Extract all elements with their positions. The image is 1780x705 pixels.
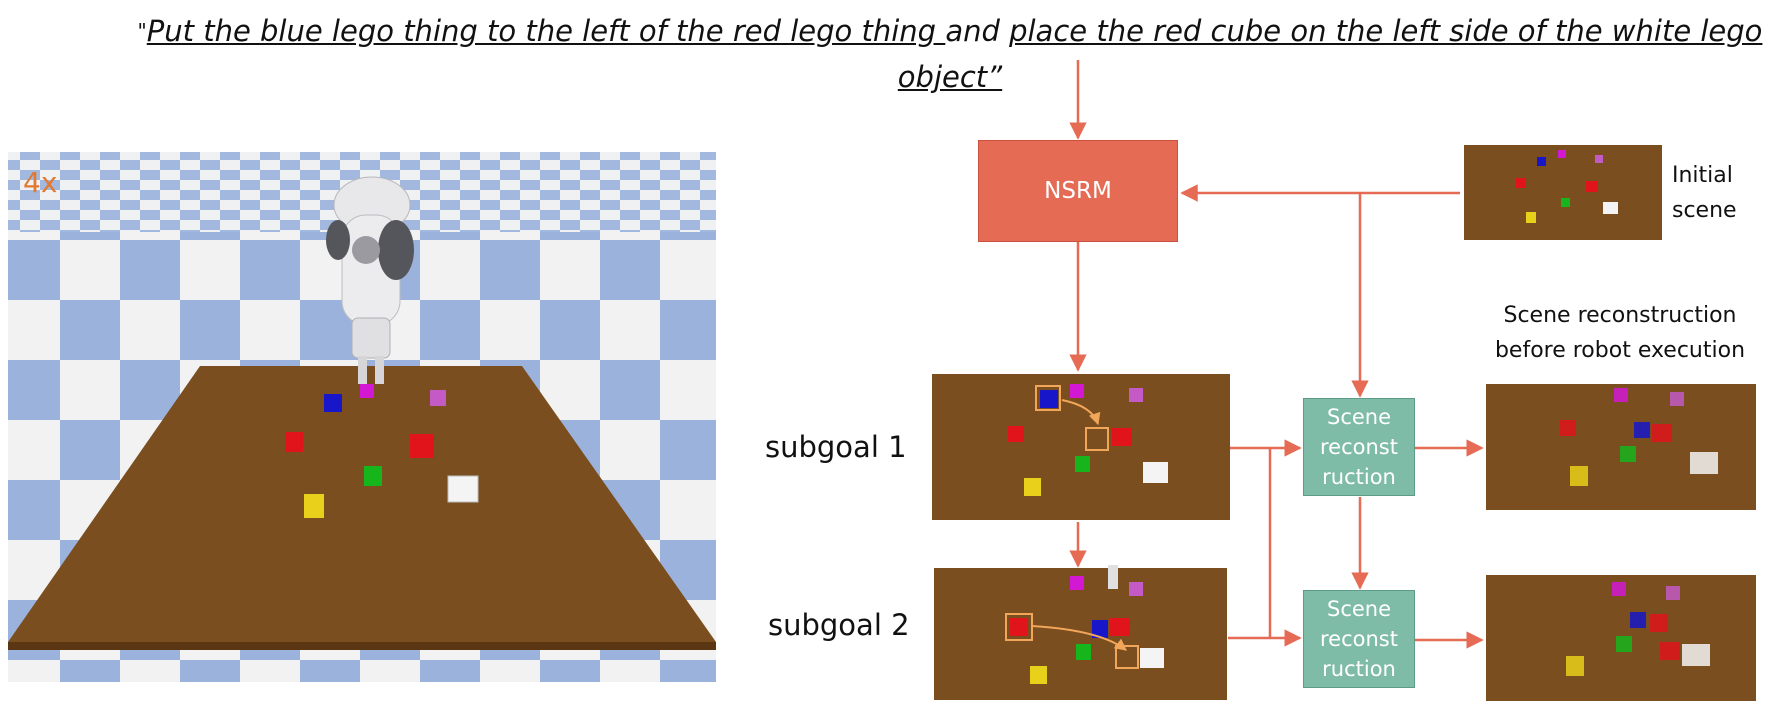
speed-label: 4x [23, 166, 58, 199]
robot-arm [326, 176, 414, 384]
white-lego-block [447, 475, 479, 503]
red-cube [285, 432, 303, 452]
reconstruction-1-image [1486, 384, 1756, 510]
yellow-lego-block [304, 494, 324, 518]
table [8, 366, 716, 642]
scene-reconstruction-label-1: Scene reconst ruction [1320, 405, 1398, 489]
magenta-cube [360, 384, 374, 398]
target-highlight-box-2 [1115, 645, 1139, 669]
source-highlight-box [1035, 385, 1061, 411]
instruction-part-1: Put the blue lego thing to the left of t… [146, 14, 946, 48]
instruction-part-2: place the red cube on the left side of t… [897, 14, 1763, 94]
reconstruction-2-image [1486, 575, 1756, 701]
scene-reconstruction-block-1: Scene reconst ruction [1303, 398, 1415, 496]
subgoal-1-label: subgoal 1 [765, 430, 907, 464]
purple-lego-block [430, 390, 446, 406]
nsrm-label: NSRM [1044, 178, 1112, 204]
scene-reconstruction-label-2: Scene reconst ruction [1320, 597, 1398, 681]
blue-lego-block [324, 394, 342, 412]
initial-scene-image [1464, 145, 1662, 240]
instruction-joiner: and [945, 14, 1010, 48]
initial-scene-label: Initial scene [1672, 163, 1737, 223]
subgoal-2-label: subgoal 2 [768, 608, 910, 642]
nsrm-block: NSRM [978, 140, 1178, 242]
flow-arrows [1069, 60, 1484, 649]
red-lego-block [410, 434, 434, 458]
subgoal-2-image [934, 565, 1227, 700]
simulation-view [8, 152, 716, 682]
target-highlight-box [1085, 427, 1109, 451]
green-cube [364, 466, 382, 486]
subgoal-1-image [932, 374, 1230, 520]
instruction-open-quote: " [137, 19, 147, 43]
instruction-text: "Put the blue lego thing to the left of … [130, 8, 1770, 100]
scene-reconstruction-block-2: Scene reconst ruction [1303, 590, 1415, 688]
reconstruction-title: Scene reconstruction before robot execut… [1494, 303, 1746, 363]
